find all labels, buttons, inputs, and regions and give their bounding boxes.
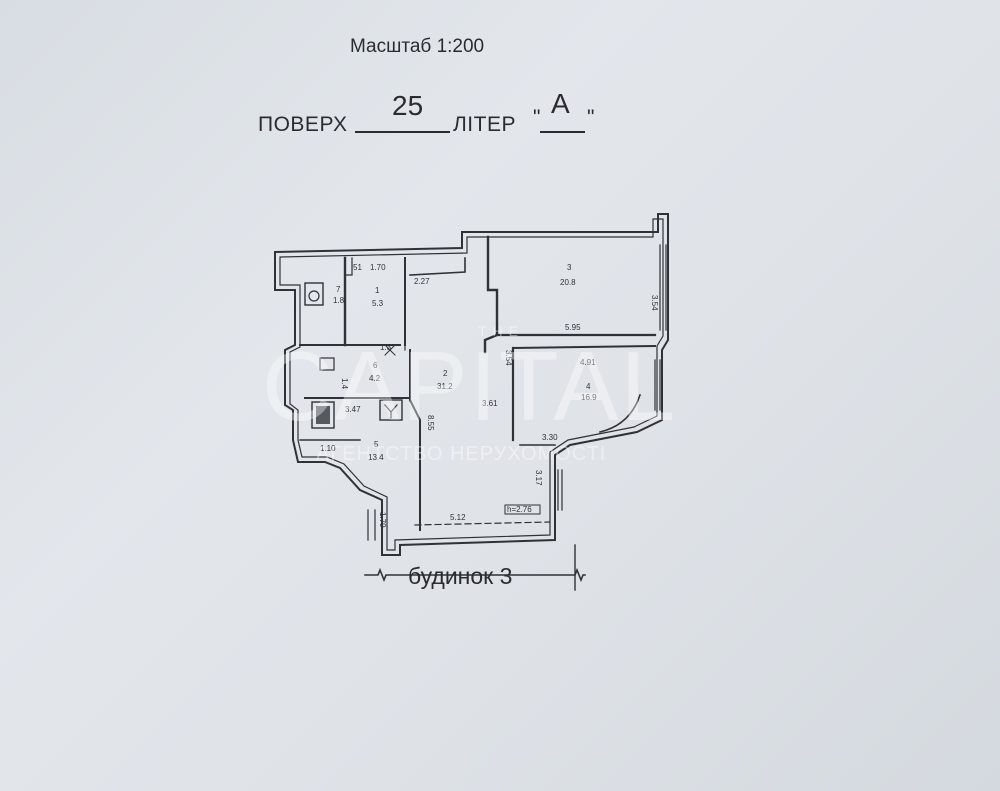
watermark-subtitle: АГЕНТСТВО НЕРУХОМОСТІ	[316, 443, 607, 465]
room-number: 4	[586, 382, 591, 391]
room-area: 31.2	[437, 382, 453, 391]
room-area: 4.2	[369, 374, 381, 383]
dim-label: 3.54	[650, 295, 659, 311]
room-area: 5.3	[372, 299, 384, 308]
liter-quote-close: "	[587, 106, 595, 129]
liter-value: А	[551, 88, 570, 119]
dim-label: 3.17	[534, 470, 543, 486]
room-number: 3	[567, 263, 572, 272]
dim-label: 5.95	[565, 323, 581, 332]
liter-underline	[540, 131, 585, 133]
dim-label: 1.79	[378, 512, 387, 528]
dim-label: 5.12	[450, 513, 466, 522]
dim-label: 3.30	[542, 433, 558, 442]
room-number: 5	[374, 440, 379, 449]
liter-label: ЛІТЕР	[453, 113, 516, 136]
dim-label: 2.27	[414, 277, 430, 286]
dim-label: 4.91	[580, 358, 596, 367]
room-number: 1	[375, 286, 380, 295]
room-number: 2	[443, 369, 448, 378]
room-area: 13.4	[368, 453, 384, 462]
floor-value: 25	[392, 90, 424, 121]
floor-label: ПОВЕРХ	[258, 113, 348, 136]
floor-underline	[355, 131, 450, 133]
room-number: 6	[373, 361, 378, 370]
room-number: 7	[336, 285, 341, 294]
dim-label: 3.61	[482, 399, 498, 408]
dim-label: 1.4	[340, 378, 349, 390]
dim-label: 1.3	[380, 343, 392, 352]
plan-walls	[274, 213, 669, 591]
watermark-brand: CAPITAL	[262, 331, 678, 441]
building-label: будинок 3	[408, 563, 513, 589]
room-area: 16.9	[581, 393, 597, 402]
plan-labels: 51 1.70 2.27 1 5.3 7 1.8 3 20.8 3.54 5.9…	[320, 263, 659, 528]
dim-label: 1.70	[370, 263, 386, 272]
scale-label: Масштаб 1:200	[350, 36, 485, 57]
liter-quote-open: "	[533, 106, 541, 129]
dim-label: 1.10	[320, 444, 336, 453]
dim-label: 51	[353, 263, 362, 272]
ceiling-height: h=2.76	[507, 505, 532, 514]
watermark-the: THE	[478, 323, 524, 339]
dim-label: 8.55	[426, 415, 435, 431]
dim-label: 3.54	[504, 350, 513, 366]
room-area: 20.8	[560, 278, 576, 287]
room-area: 1.8	[333, 296, 345, 305]
dim-label: 3.47	[345, 405, 361, 414]
